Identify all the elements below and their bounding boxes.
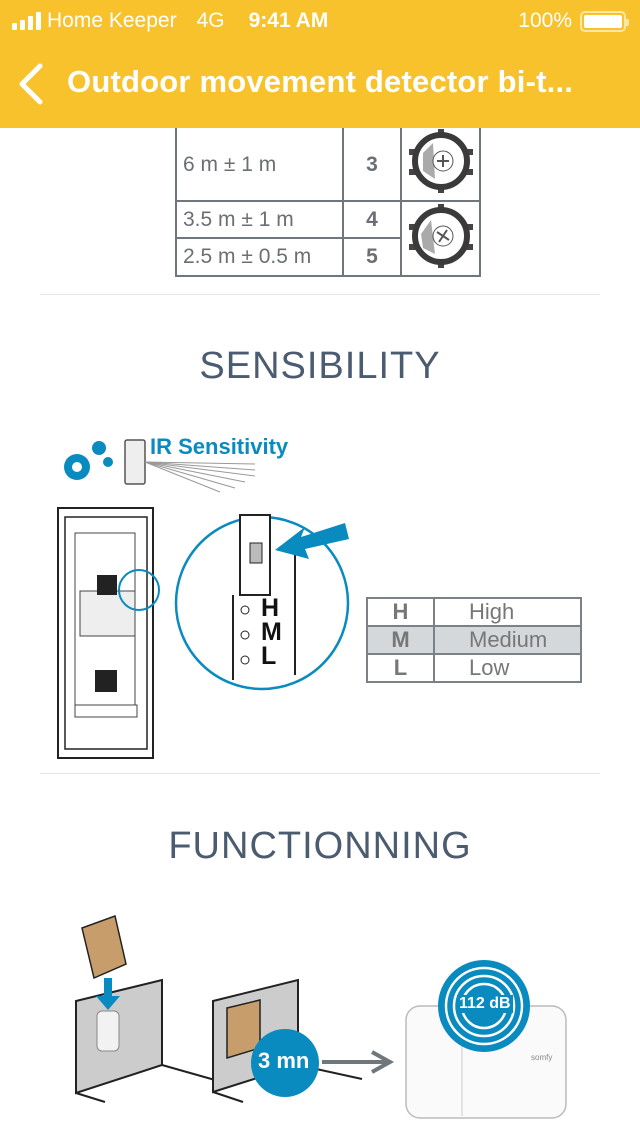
table-row: 6 m ± 1 m 3 <box>175 120 481 202</box>
status-bar: Home Keeper 4G 9:41 AM 100% <box>12 8 630 34</box>
delay-label: 3 mn <box>258 1048 310 1073</box>
switch-letter: M <box>261 618 282 646</box>
ir-beams <box>144 461 256 493</box>
table-row: 2.5 m ± 0.5 m 5 <box>175 237 480 277</box>
functioning-illustration <box>75 915 567 1119</box>
sensor-icon <box>124 439 146 485</box>
level-key: M <box>366 625 435 655</box>
switch-letter: L <box>261 642 277 670</box>
distance-cell: 3.5 m ± 1 m <box>175 200 344 239</box>
network: 4G <box>196 9 225 32</box>
brand-logo: somfy <box>531 1053 553 1062</box>
lens-dial-icon <box>408 203 473 268</box>
distance-cell: 6 m ± 1 m <box>175 120 344 202</box>
distance-cell: 2.5 m ± 0.5 m <box>175 237 344 277</box>
position-cell: 5 <box>342 237 402 277</box>
gears-icon <box>64 441 113 480</box>
arrow-icon <box>275 523 349 559</box>
divider <box>40 773 600 774</box>
section-heading-functionning: FUNCTIONNING <box>168 825 472 867</box>
page-title: Outdoor movement detector bi-t... <box>67 64 574 99</box>
level-key: L <box>366 653 435 683</box>
level-label: High <box>433 597 582 627</box>
distance-table: 6 m ± 1 m 3 3.5 m ± 1 m 4 2.5 m ± 0.5 m … <box>175 120 481 277</box>
time: 9:41 AM <box>248 9 329 32</box>
level-label: Low <box>433 653 582 683</box>
table-row: 3.5 m ± 1 m 4 <box>175 200 481 277</box>
chevron-left-icon <box>19 63 43 105</box>
lens-dial-icon <box>408 129 473 193</box>
siren-db-label: 112 dB <box>457 995 513 1013</box>
divider <box>40 294 600 295</box>
detector-icon <box>96 1010 120 1052</box>
battery-percent: 100% <box>518 9 572 32</box>
delay-badge <box>251 1029 319 1097</box>
ir-sensitivity-illustration <box>64 439 256 493</box>
level-label: Medium <box>433 625 582 655</box>
lens-cell <box>400 200 481 277</box>
switch-letter: H <box>261 594 280 622</box>
back-button[interactable] <box>14 62 48 106</box>
position-cell: 3 <box>342 120 402 202</box>
lens-cell <box>400 120 481 202</box>
section-heading-sensibility: SENSIBILITY <box>199 345 441 387</box>
carrier: Home Keeper <box>47 9 177 32</box>
nav-header: Home Keeper 4G 9:41 AM 100% Outdoor move… <box>0 0 640 128</box>
position-cell: 4 <box>342 200 402 239</box>
signal-icon <box>12 12 41 30</box>
level-key: H <box>366 597 435 627</box>
switch-letters: H M L <box>261 594 282 670</box>
ir-sensitivity-label: IR Sensitivity <box>150 434 289 459</box>
box-icon <box>81 915 127 980</box>
device-board-illustration <box>57 507 350 759</box>
battery-icon <box>580 11 629 32</box>
